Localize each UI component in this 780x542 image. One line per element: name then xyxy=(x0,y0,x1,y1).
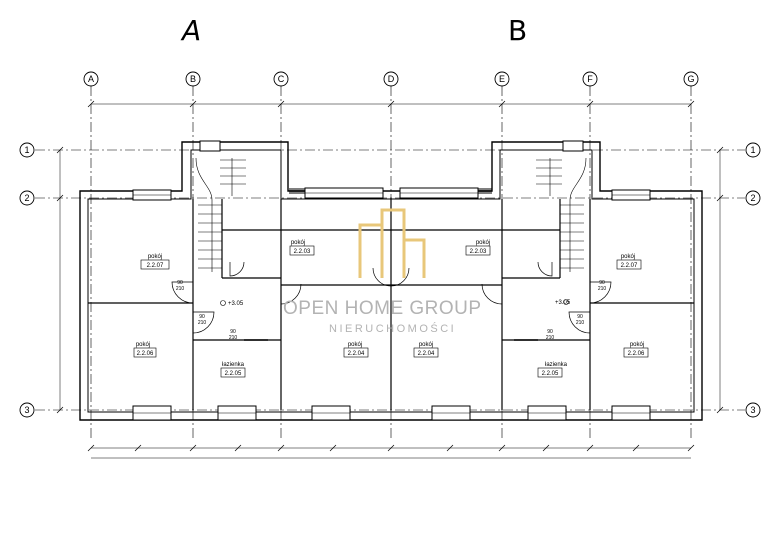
door-size: 210 xyxy=(598,286,607,292)
axis-row-1-left: 1 xyxy=(24,145,29,155)
door-size: 90 xyxy=(599,280,605,286)
room-label-name: łazienka xyxy=(545,362,568,368)
room-label-name: pokój xyxy=(148,254,162,260)
watermark-logo xyxy=(358,208,426,278)
window-hatching xyxy=(289,188,492,194)
door-size: 90 xyxy=(577,314,583,320)
axis-row-1-right: 1 xyxy=(750,145,755,155)
dimension-ticks xyxy=(56,100,724,452)
room-label-name: pokój xyxy=(621,254,635,260)
room-label-code: 2.2.07 xyxy=(147,263,164,269)
room-label-name: pokój xyxy=(419,342,433,348)
door-size: 210 xyxy=(546,335,555,341)
axis-column-bubbles xyxy=(83,71,699,87)
room-label-code: 2.2.05 xyxy=(225,371,242,377)
axis-col-a: A xyxy=(88,74,94,84)
door-size: 210 xyxy=(576,320,585,326)
door-size: 210 xyxy=(229,335,238,341)
door-size: 210 xyxy=(176,286,185,292)
level-mark-symbols xyxy=(220,299,569,306)
door-swings xyxy=(171,261,612,334)
staircases xyxy=(195,157,587,272)
room-label-name: pokój xyxy=(476,240,490,246)
room-label-code: 2.2.04 xyxy=(418,351,435,357)
axis-row-3-left: 3 xyxy=(24,405,29,415)
room-label-name: pokój xyxy=(630,342,644,348)
watermark-company-subtitle: NIERUCHOMOŚCI xyxy=(329,323,457,335)
room-label-name: pokój xyxy=(348,342,362,348)
door-size: 90 xyxy=(230,329,236,335)
door-size: 210 xyxy=(198,320,207,326)
room-label-code: 2.2.03 xyxy=(294,249,311,255)
axis-col-b: B xyxy=(190,74,196,84)
room-label-code: 2.2.03 xyxy=(470,249,487,255)
door-size: 90 xyxy=(177,280,183,286)
room-label-name: pokój xyxy=(136,342,150,348)
door-size: 90 xyxy=(547,329,553,335)
interior-walls xyxy=(88,199,694,410)
unit-a-label: A xyxy=(182,14,202,47)
axis-col-f: F xyxy=(587,74,593,84)
unit-b-label: B xyxy=(508,14,528,47)
level-mark: +3.05 xyxy=(228,301,244,307)
room-label-code: 2.2.07 xyxy=(621,263,638,269)
axis-col-g: G xyxy=(687,74,694,84)
axis-row-3-right: 3 xyxy=(750,405,755,415)
axis-col-d: D xyxy=(388,74,395,84)
level-mark: +3.05 xyxy=(555,300,571,306)
window-glass-lines xyxy=(133,192,650,414)
outer-walls xyxy=(79,141,703,421)
watermark-company-name: OPEN HOME GROUP xyxy=(283,298,482,319)
axis-row-2-right: 2 xyxy=(750,193,755,203)
room-label-code: 2.2.06 xyxy=(137,351,154,357)
door-size: 90 xyxy=(199,314,205,320)
axis-row-bubbles xyxy=(19,142,761,418)
axis-row-2-left: 2 xyxy=(24,193,29,203)
room-label-code: 2.2.06 xyxy=(628,351,645,357)
room-label-code: 2.2.04 xyxy=(348,351,365,357)
dimension-lines xyxy=(59,103,721,459)
axis-col-e: E xyxy=(499,74,505,84)
room-label-code: 2.2.05 xyxy=(542,371,559,377)
axis-col-c: C xyxy=(278,74,285,84)
room-label-name: łazienka xyxy=(222,362,245,368)
room-label-name: pokój xyxy=(291,240,305,246)
